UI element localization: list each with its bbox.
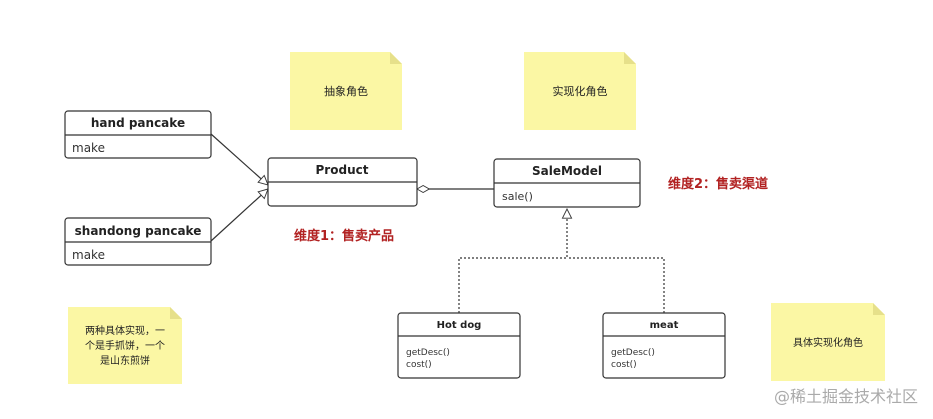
class-shandong-pancake[interactable]: shandong pancake make [64,217,212,266]
dimension-2-label: 维度2：售卖渠道 [668,176,768,192]
note-abstract-role-text: 抽象角色 [324,84,368,98]
note-implementor-role: 实现化角色 [524,52,636,130]
realization-hotdog-to-salemodel [458,209,567,313]
class-meat[interactable]: meat getDesc() cost() [602,312,726,379]
note-examples-line-1: 两种具体实现，一 [85,324,165,337]
dimension-1-label: 维度1：售卖产品 [294,228,394,244]
note-concrete-examples: 两种具体实现，一 个是手抓饼，一个 是山东煎饼 [68,307,182,384]
class-hot-dog[interactable]: Hot dog getDesc() cost() [397,312,521,379]
note-examples-line-3: 是山东煎饼 [100,354,150,367]
note-concrete-impl-role-text: 具体实现化角色 [793,336,863,349]
class-sale-model-name: SaleModel [532,164,602,178]
class-meat-name: meat [650,320,679,331]
connectors [210,133,665,313]
realization-meat-to-salemodel [567,257,665,313]
class-hot-dog-name: Hot dog [437,320,482,331]
class-hot-dog-member-1: getDesc() [406,348,450,358]
generalization-shandong-to-product [210,189,268,242]
generalization-hand-to-product [210,133,268,185]
class-hand-pancake[interactable]: hand pancake make [64,110,212,159]
class-hand-pancake-name: hand pancake [91,116,185,130]
note-implementor-role-text: 实现化角色 [553,84,608,98]
note-examples-line-2: 个是手抓饼，一个 [85,339,165,352]
note-abstract-role: 抽象角色 [290,52,402,130]
class-product[interactable]: Product [267,157,418,207]
class-sale-model-member-1: sale() [502,190,533,203]
class-meat-member-1: getDesc() [611,348,655,358]
note-concrete-impl-role: 具体实现化角色 [771,303,885,381]
watermark: @稀土掘金技术社区 [774,387,918,406]
class-shandong-pancake-name: shandong pancake [75,224,202,238]
class-meat-member-2: cost() [611,360,637,370]
class-hot-dog-member-2: cost() [406,360,432,370]
class-hand-pancake-member-1: make [72,141,105,155]
class-sale-model[interactable]: SaleModel sale() [493,158,641,208]
class-product-name: Product [316,163,369,177]
class-shandong-pancake-member-1: make [72,248,105,262]
